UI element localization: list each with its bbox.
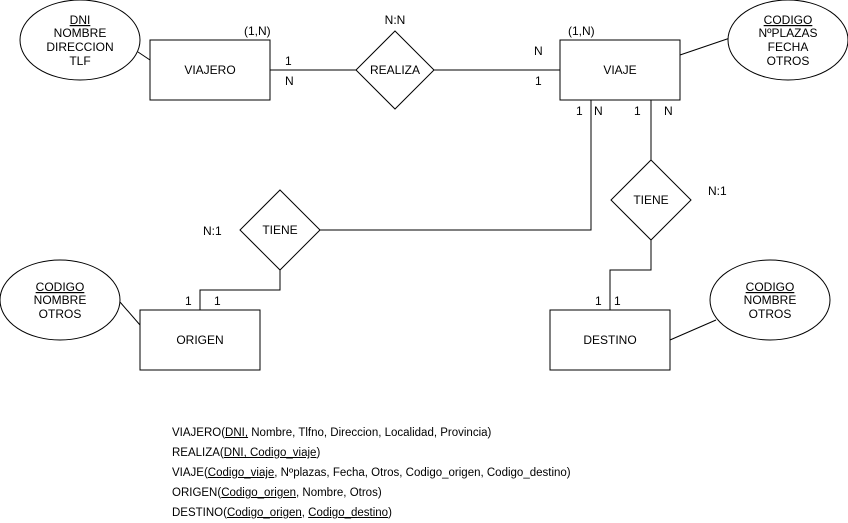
card-destino-b: 1	[614, 294, 621, 308]
link-viaje-attrs	[679, 37, 731, 56]
card-viajero-realiza-bottom: N	[285, 74, 294, 88]
card-viaje-realiza-top: N	[534, 44, 543, 58]
link-destino-attrs	[669, 319, 717, 341]
card-realiza-type: N:N	[385, 13, 406, 27]
entity-viaje	[559, 39, 681, 101]
attr-origen-1: NOMBRE	[34, 293, 87, 307]
link-viaje-tiene-origen	[320, 100, 592, 231]
schema-key-field: Codigo_viaje	[207, 467, 275, 479]
attributes-destino-ellipse	[709, 259, 831, 341]
card-viaje-origen-a: 1	[576, 104, 583, 118]
card-origen-b: 1	[214, 294, 221, 308]
card-viaje-origen-b: N	[594, 104, 603, 118]
attributes-viaje-ellipse	[727, 0, 848, 81]
relationship-realiza-label: REALIZA	[370, 63, 420, 77]
schema-table-name: VIAJERO(	[172, 427, 226, 439]
card-viaje-destino-a: 1	[634, 104, 641, 118]
relationship-tiene-origen-label: TIENE	[262, 223, 297, 237]
schema-line: DESTINO(Codigo_origen, Codigo_destino)	[172, 503, 571, 523]
schema-fields: )	[316, 447, 321, 459]
schema-fields: , Nºplazas, Fecha, Otros, Codigo_origen,…	[274, 467, 571, 479]
schema-table-name: REALIZA(	[172, 447, 224, 459]
relational-schema: VIAJERO(DNI, Nombre, Tlfno, Direccion, L…	[172, 423, 571, 523]
card-viajero: (1,N)	[244, 24, 271, 38]
card-viaje-destino-b: N	[664, 104, 673, 118]
link-tiene-origen-origen	[199, 270, 281, 310]
schema-line: ORIGEN(Codigo_origen, Nombre, Otros)	[172, 483, 571, 503]
schema-table-name: DESTINO(	[172, 507, 227, 519]
card-tiene-origen-type: N:1	[203, 224, 222, 238]
attr-destino-2: OTROS	[749, 307, 792, 321]
attr-viajero-1: NOMBRE	[54, 26, 107, 40]
entity-origen-label: ORIGEN	[176, 333, 223, 347]
link-origen-attrs	[119, 301, 141, 326]
card-viaje: (1,N)	[568, 24, 595, 38]
schema-fields: Nombre, Tlfno, Direccion, Localidad, Pro…	[248, 427, 492, 439]
schema-table-name: ORIGEN(	[172, 487, 222, 499]
card-destino-a: 1	[595, 294, 602, 308]
attributes-viajero-ellipse	[19, 0, 141, 81]
schema-fields: , Nombre, Otros)	[296, 487, 382, 499]
entity-viajero	[149, 39, 271, 101]
relationship-tiene-destino-label: TIENE	[633, 193, 668, 207]
card-origen-a: 1	[185, 294, 192, 308]
attr-viaje-key: CODIGO	[764, 13, 813, 27]
schema-key-field: Codigo_origen	[226, 507, 302, 519]
entity-viajero-label: VIAJERO	[184, 63, 235, 77]
card-viajero-realiza-top: 1	[285, 54, 292, 68]
attr-viajero-key: DNI	[70, 13, 91, 27]
attr-destino-key: CODIGO	[746, 280, 795, 294]
entity-viaje-label: VIAJE	[603, 63, 636, 77]
attr-origen-key: CODIGO	[36, 280, 85, 294]
attr-viaje-2: FECHA	[768, 40, 809, 54]
card-tiene-destino-type: N:1	[708, 184, 727, 198]
relationship-tiene-origen	[239, 189, 321, 271]
schema-line: VIAJERO(DNI, Nombre, Tlfno, Direccion, L…	[172, 423, 571, 443]
attr-viaje-3: OTROS	[767, 54, 810, 68]
schema-fields: )	[388, 507, 392, 519]
attr-viajero-2: DIRECCION	[46, 40, 113, 54]
schema-key-field: DNI, Codigo_viaje	[223, 447, 317, 459]
relationship-realiza	[355, 30, 435, 110]
schema-line: VIAJE(Codigo_viaje, Nºplazas, Fecha, Otr…	[172, 463, 571, 483]
entity-destino	[549, 309, 671, 371]
relationship-tiene-destino	[610, 159, 692, 241]
attr-destino-1: NOMBRE	[744, 293, 797, 307]
attr-origen-2: OTROS	[39, 307, 82, 321]
card-viaje-realiza-bottom: 1	[535, 74, 542, 88]
attributes-origen-ellipse	[0, 259, 121, 341]
schema-key-field: Codigo_origen	[221, 487, 297, 499]
schema-fields: ,	[301, 507, 309, 519]
entity-origen	[139, 309, 261, 371]
link-viajero-attrs	[137, 51, 151, 61]
attr-viaje-1: NºPLAZAS	[758, 26, 817, 40]
schema-table-name: VIAJE(	[172, 467, 208, 479]
schema-line: REALIZA(DNI, Codigo_viaje)	[172, 443, 571, 463]
schema-key-field: Codigo_destino	[308, 507, 389, 519]
link-tiene-destino-destino	[609, 240, 652, 310]
schema-key-field: DNI,	[225, 427, 249, 439]
entity-destino-label: DESTINO	[583, 333, 636, 347]
attr-viajero-3: TLF	[69, 54, 90, 68]
